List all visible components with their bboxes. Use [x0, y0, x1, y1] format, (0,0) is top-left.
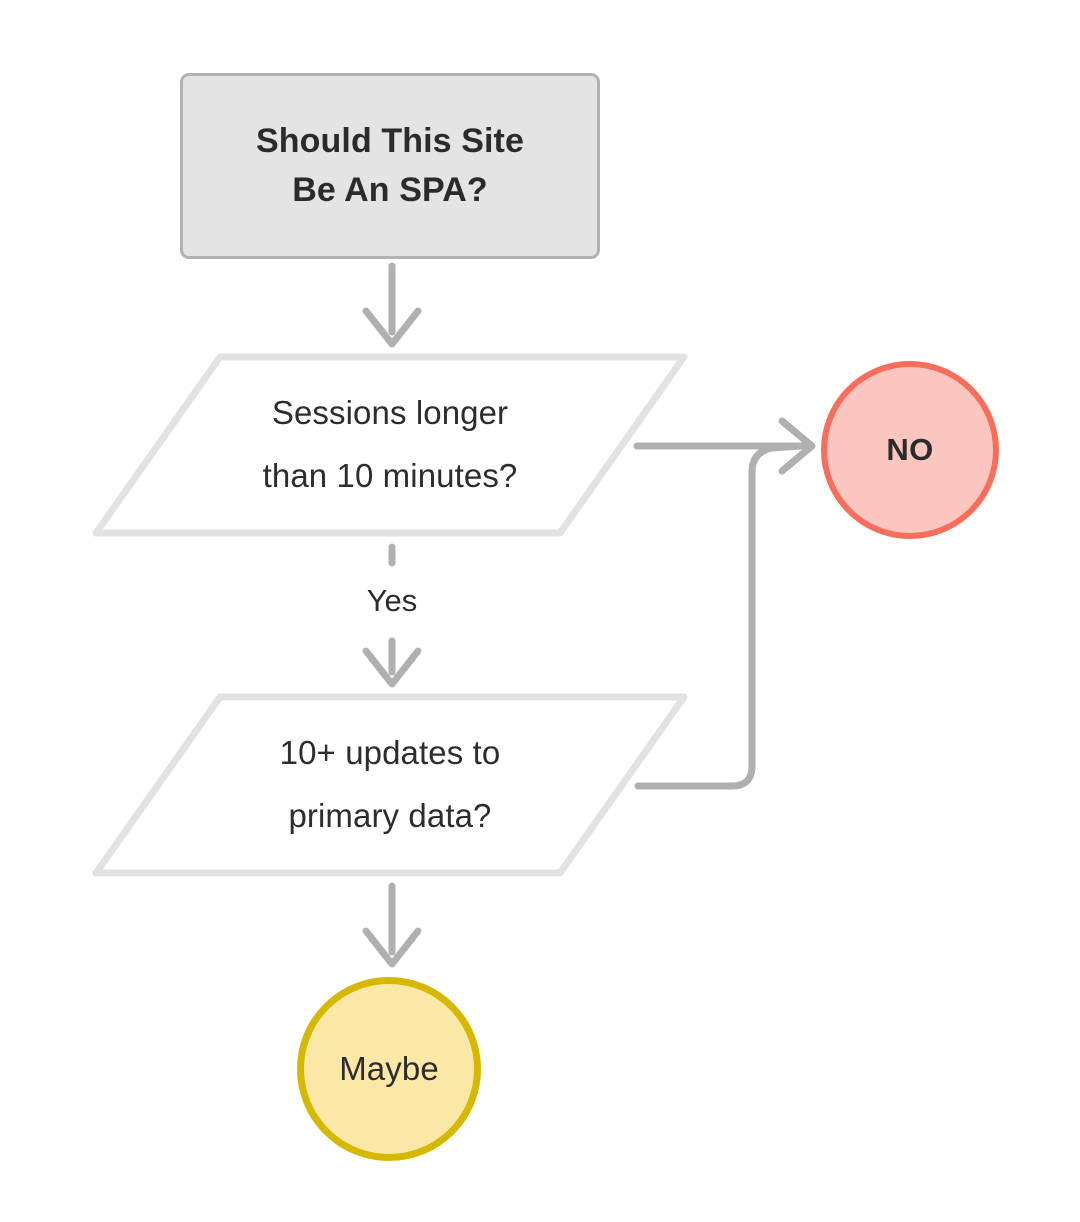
node-terminal-maybe[interactable]: Maybe: [297, 977, 481, 1161]
node-start-label: Should This Site Be An SPA?: [256, 117, 524, 216]
node-terminal-no[interactable]: NO: [821, 361, 999, 539]
parallelogram-shape: [92, 693, 688, 877]
node-decision-updates-line1: 10+ updates to: [279, 734, 501, 772]
node-decision-updates-line2: primary data?: [288, 797, 492, 834]
edge-decision2-to-maybe: [362, 882, 422, 968]
node-decision-sessions[interactable]: Sessions longer than 10 minutes?: [90, 352, 690, 538]
node-decision-sessions-line1: Sessions longer: [271, 394, 509, 432]
node-start-label-line1: Should This Site: [256, 121, 524, 160]
edge-start-to-decision1: [362, 262, 422, 348]
node-decision-updates[interactable]: 10+ updates to primary data?: [90, 692, 690, 878]
parallelogram-shape: [92, 353, 688, 537]
edge-label-yes: Yes: [366, 583, 418, 618]
node-start[interactable]: Should This Site Be An SPA?: [180, 73, 600, 259]
node-start-label-line2: Be An SPA?: [292, 171, 488, 209]
node-terminal-maybe-label: Maybe: [339, 1050, 439, 1087]
node-decision-sessions-label: Sessions longer than 10 minutes?: [90, 352, 690, 538]
node-decision-updates-label: 10+ updates to primary data?: [90, 692, 690, 878]
node-decision-sessions-line2: than 10 minutes?: [262, 457, 518, 494]
node-terminal-no-label: NO: [886, 432, 934, 467]
